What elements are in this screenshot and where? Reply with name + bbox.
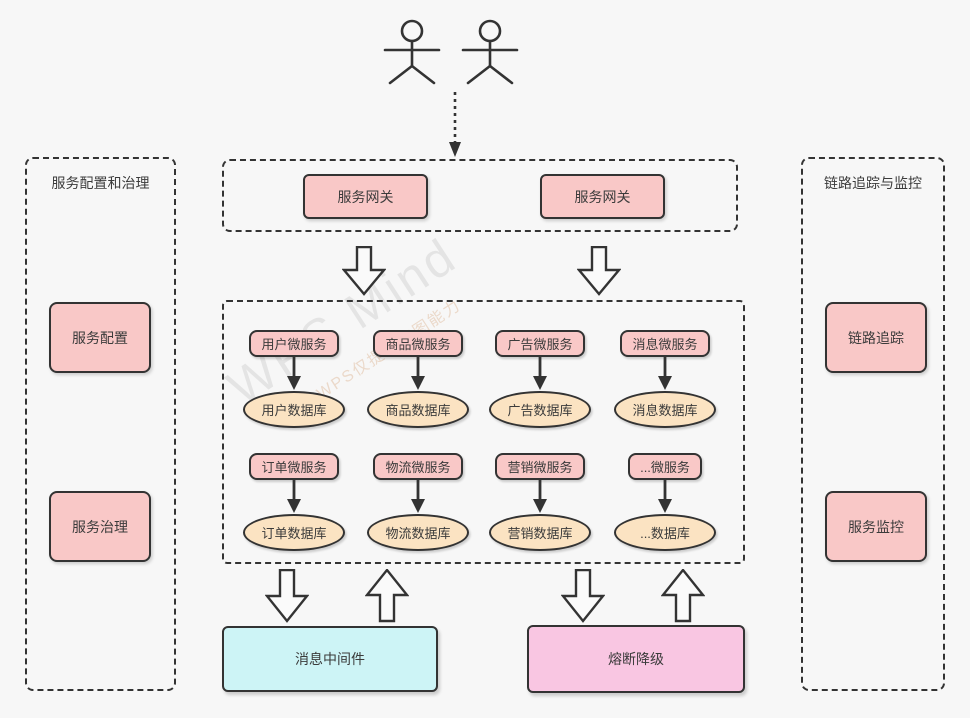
service-node: 商品微服务: [373, 330, 463, 357]
service-node: 广告微服务: [495, 330, 585, 357]
user-request-arrow: [449, 92, 461, 157]
down-arrow-icon: [342, 246, 386, 296]
service-monitoring-node: 服务监控: [825, 491, 927, 562]
service-db-arrow: [287, 480, 301, 513]
service-db-arrow: [411, 357, 425, 390]
database-node: 消息数据库: [614, 391, 716, 428]
down-arrow-icon: [577, 246, 621, 296]
microservice-unit: 物流微服务 物流数据库: [360, 453, 476, 551]
tracing-monitoring-panel: 链路追踪与监控 链路追踪 服务监控: [801, 157, 945, 691]
service-node: 消息微服务: [620, 330, 710, 357]
gateway-panel: 服务网关 服务网关: [222, 159, 738, 232]
database-node: ...数据库: [614, 514, 716, 551]
message-middleware-label: 消息中间件: [295, 651, 365, 667]
microservice-unit: 订单微服务 订单数据库: [236, 453, 352, 551]
microservices-panel: 用户微服务 用户数据库 商品微服务 商品数据库 广告微服务 广告数据库 消息微服…: [222, 300, 745, 564]
service-db-arrow: [533, 480, 547, 513]
gateway-node: 服务网关: [303, 174, 428, 219]
database-node: 物流数据库: [367, 514, 469, 551]
microservice-unit: 用户微服务 用户数据库: [236, 330, 352, 428]
service-db-arrow: [658, 357, 672, 390]
service-node: ...微服务: [628, 453, 702, 480]
message-middleware-node: 消息中间件: [222, 626, 438, 692]
service-db-arrow: [411, 480, 425, 513]
database-node: 商品数据库: [367, 391, 469, 428]
service-db-arrow: [287, 357, 301, 390]
down-arrow-icon: [265, 569, 309, 623]
gateway-node: 服务网关: [540, 174, 665, 219]
service-node: 订单微服务: [249, 453, 339, 480]
gateway-label: 服务网关: [337, 188, 394, 205]
service-config-node: 服务配置: [49, 302, 151, 373]
service-node: 营销微服务: [495, 453, 585, 480]
circuit-breaker-label: 熔断降级: [608, 651, 664, 667]
service-governance-label: 服务治理: [72, 518, 128, 535]
user-actors-icon: [383, 19, 519, 85]
tracing-monitoring-title: 链路追踪与监控: [824, 175, 922, 191]
database-node: 广告数据库: [489, 391, 591, 428]
up-arrow-icon: [661, 569, 705, 623]
database-node: 营销数据库: [489, 514, 591, 551]
link-tracing-label: 链路追踪: [848, 329, 904, 346]
microservice-unit: ...微服务 ...数据库: [607, 453, 723, 551]
service-node: 物流微服务: [373, 453, 463, 480]
config-governance-panel: 服务配置和治理 服务配置 服务治理: [25, 157, 176, 691]
service-governance-node: 服务治理: [49, 491, 151, 562]
microservice-unit: 消息微服务 消息数据库: [607, 330, 723, 428]
circuit-breaker-node: 熔断降级: [527, 625, 745, 693]
down-arrow-icon: [561, 569, 605, 623]
service-node: 用户微服务: [249, 330, 339, 357]
up-arrow-icon: [365, 569, 409, 623]
database-node: 用户数据库: [243, 391, 345, 428]
microservice-unit: 广告微服务 广告数据库: [482, 330, 598, 428]
microservice-unit: 商品微服务 商品数据库: [360, 330, 476, 428]
service-db-arrow: [533, 357, 547, 390]
service-db-arrow: [658, 480, 672, 513]
link-tracing-node: 链路追踪: [825, 302, 927, 373]
config-governance-title: 服务配置和治理: [51, 175, 150, 191]
microservice-unit: 营销微服务 营销数据库: [482, 453, 598, 551]
gateway-label: 服务网关: [574, 188, 631, 205]
service-config-label: 服务配置: [72, 329, 128, 346]
service-monitoring-label: 服务监控: [848, 518, 904, 535]
database-node: 订单数据库: [243, 514, 345, 551]
